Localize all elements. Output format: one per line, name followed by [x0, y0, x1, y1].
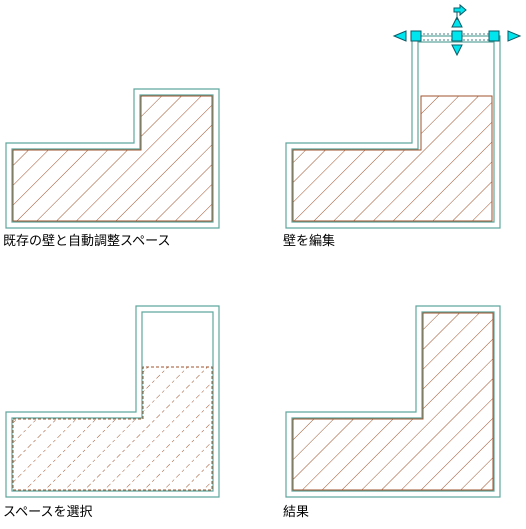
panel-edit-wall — [285, 3, 522, 229]
wall-outer-outline — [285, 35, 501, 229]
space-hatched-area — [12, 95, 213, 222]
space-hatched-area — [292, 312, 494, 491]
wall-outer-outline — [5, 305, 220, 498]
panel-existing — [5, 88, 220, 229]
caption-result: 結果 — [283, 505, 310, 520]
wall-outer-outline — [285, 305, 501, 498]
caption-select-space: スペースを選択 — [3, 505, 93, 520]
triangle-grip-icon[interactable] — [392, 30, 407, 42]
panel-select-space — [5, 305, 220, 498]
square-grip-icon[interactable] — [410, 30, 422, 42]
space-hatched-area — [292, 95, 493, 222]
wall-inner-outline — [11, 94, 214, 223]
wall-inner-outline — [291, 41, 495, 223]
panel-result — [285, 305, 501, 498]
wall-inner-outline — [291, 311, 495, 492]
wall-inner-outline — [11, 311, 214, 492]
move-arrows-icon[interactable] — [451, 3, 467, 57]
triangle-grip-icon[interactable] — [507, 30, 522, 42]
caption-edit-wall: 壁を編集 — [283, 234, 336, 249]
selected-space-dashed-area[interactable] — [12, 366, 213, 491]
caption-existing: 既存の壁と自動調整スペース — [3, 234, 171, 249]
wall-outer-outline — [5, 88, 220, 229]
square-grip-icon[interactable] — [488, 30, 500, 42]
